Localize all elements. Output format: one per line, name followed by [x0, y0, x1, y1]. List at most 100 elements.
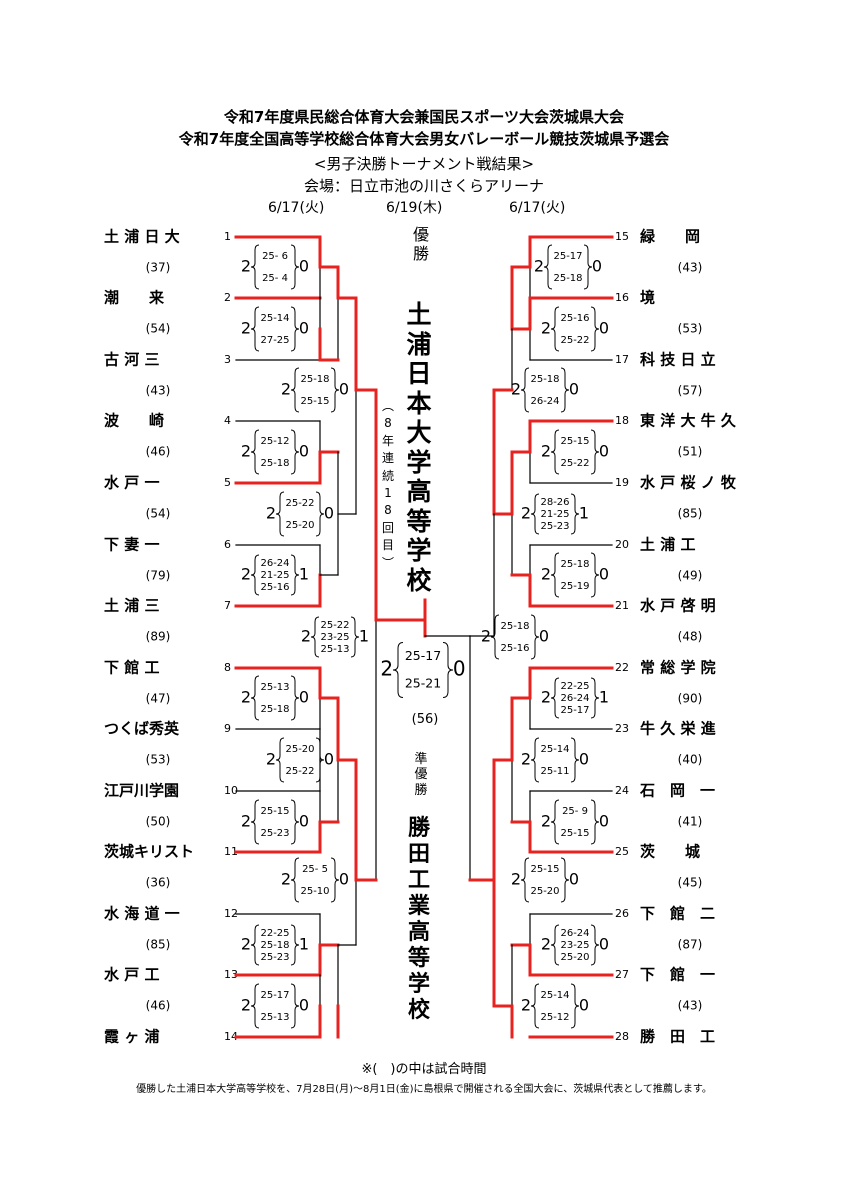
score-brace-left	[290, 367, 300, 413]
winner-sets: 2	[541, 812, 551, 831]
set-score: 25-22	[560, 458, 589, 469]
team-number: 5	[224, 476, 231, 489]
loser-sets: 0	[592, 257, 602, 276]
team-number: 26	[615, 907, 629, 920]
runnerup-label: 準優勝	[414, 752, 428, 798]
team-number: 22	[615, 661, 629, 674]
winner-sets: 2	[266, 504, 276, 523]
final-match-time: (56)	[411, 712, 439, 727]
set-score: 22-25	[560, 681, 589, 692]
set-score: 25-14	[260, 313, 289, 324]
loser-sets: 1	[299, 565, 309, 584]
score-brace-right	[290, 429, 300, 475]
score-brace-right	[315, 737, 325, 783]
team-name: 茨城キリスト	[104, 843, 194, 861]
winner-sets: 2	[241, 996, 251, 1015]
team-number: 17	[615, 353, 629, 366]
set-score: 25-18	[260, 940, 289, 951]
title-line-2: 令和7年度全国高等学校総合体育大会男女バレーボール競技茨城県予選会	[178, 130, 670, 148]
score-brace-right	[442, 642, 454, 698]
subtitle: <男子決勝トーナメント戦結果>	[313, 155, 535, 173]
footer-text: 優勝した土浦日本大学高等学校を、7月28日(月)～8月1日(金)に島根県で開催さ…	[136, 1084, 712, 1095]
score-brace-left	[250, 675, 260, 721]
match-time: (47)	[146, 692, 171, 706]
loser-sets: 0	[569, 870, 579, 889]
score-brace-right	[290, 244, 300, 290]
team-number: 2	[224, 291, 231, 304]
winner-sets: 2	[511, 380, 521, 399]
winner-sets: 2	[241, 935, 251, 954]
set-score: 25-13	[260, 1012, 289, 1023]
loser-sets: 1	[579, 504, 589, 523]
winner-sets: 2	[266, 750, 276, 769]
loser-sets: 1	[299, 935, 309, 954]
score-brace-left	[520, 367, 530, 413]
score-brace-left	[392, 642, 404, 698]
set-score: 25- 5	[302, 864, 328, 875]
team-name: 下 館 工	[104, 659, 159, 677]
match-time: (89)	[146, 630, 171, 644]
set-score: 25-21	[405, 675, 441, 690]
score-brace-left	[550, 924, 560, 966]
team-name: 勝 田 工	[640, 1028, 715, 1046]
set-score: 25- 4	[262, 273, 288, 284]
winner-sets: 2	[521, 750, 531, 769]
team-number: 25	[615, 845, 629, 858]
match-time: (49)	[678, 569, 703, 583]
set-score: 23-25	[560, 940, 589, 951]
score-brace-left	[550, 552, 560, 598]
loser-sets: 0	[599, 442, 609, 461]
team-name: 下 館 一	[640, 966, 715, 984]
set-score: 25-18	[260, 458, 289, 469]
set-score: 25-17	[260, 990, 289, 1001]
team-name: 江戸川学園	[104, 782, 179, 800]
team-number: 7	[224, 599, 231, 612]
match-time: (46)	[146, 999, 171, 1013]
set-score: 22-25	[260, 928, 289, 939]
team-number: 9	[224, 722, 231, 735]
date-center: 6/19(木)	[386, 200, 443, 216]
team-number: 21	[615, 599, 629, 612]
set-score: 25-12	[260, 436, 289, 447]
set-score: 25-11	[540, 766, 569, 777]
match-time: (85)	[678, 507, 703, 521]
winner-sets: 2	[534, 257, 544, 276]
match-time: (53)	[146, 753, 171, 767]
set-score: 25-14	[540, 990, 569, 1001]
winner-sets: 2	[541, 688, 551, 707]
team-number: 4	[224, 414, 231, 427]
score-brace-right	[315, 491, 325, 537]
team-name: 石 岡 一	[639, 782, 715, 800]
score-brace-right	[330, 857, 340, 903]
loser-sets: 0	[299, 319, 309, 338]
winner-sets: 2	[521, 504, 531, 523]
match-time: (36)	[146, 876, 171, 890]
set-score: 25-18	[553, 273, 582, 284]
winner-sets: 2	[241, 812, 251, 831]
loser-sets: 0	[579, 996, 589, 1015]
team-name: 常 総 学 院	[640, 659, 716, 677]
loser-sets: 0	[324, 750, 334, 769]
set-score: 25-13	[320, 644, 349, 655]
team-name: 水 戸 工	[104, 966, 159, 984]
winner-sets: 2	[281, 380, 291, 399]
footnote: ※( )の中は試合時間	[361, 1062, 487, 1077]
set-score: 25-13	[260, 682, 289, 693]
set-score: 28-26	[540, 497, 569, 508]
score-brace-left	[250, 799, 260, 845]
winner-sets: 2	[380, 657, 393, 681]
set-score: 25-19	[560, 581, 589, 592]
team-number: 12	[224, 907, 238, 920]
score-brace-right	[290, 924, 300, 966]
match-time: (45)	[678, 876, 703, 890]
set-score: 25-18	[530, 374, 559, 385]
winner-sets: 2	[241, 565, 251, 584]
winner-sets: 2	[301, 627, 311, 646]
match-time: (50)	[146, 815, 171, 829]
set-score: 26-24	[560, 693, 589, 704]
team-number: 10	[224, 784, 238, 797]
team-number: 16	[615, 291, 629, 304]
set-score: 25-12	[540, 1012, 569, 1023]
team-number: 13	[224, 968, 238, 981]
